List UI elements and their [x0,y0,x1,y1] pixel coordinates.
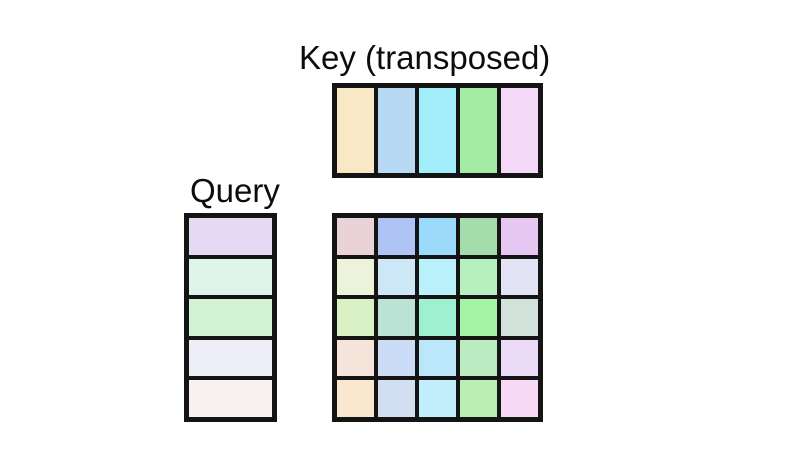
key-cell [460,88,497,173]
query-cell [189,299,272,336]
query-column-vector [184,213,277,422]
score-cell [460,299,497,336]
query-cell [189,258,272,296]
score-cell [378,299,415,336]
score-cell [337,299,374,336]
score-cell [378,218,415,255]
score-cell [460,339,497,377]
query-cell [189,218,272,255]
score-cell [419,218,456,255]
score-cell [378,380,415,417]
key-cell [378,88,415,173]
score-cell [501,339,538,377]
query-cell [189,380,272,417]
key-row-vector [332,83,543,178]
score-cell [419,299,456,336]
score-cell [501,258,538,296]
key-cell [501,88,538,173]
score-cell [460,218,497,255]
score-cell [419,339,456,377]
key-cell [337,88,374,173]
score-cell [460,380,497,417]
score-cell [378,258,415,296]
key-cell [419,88,456,173]
score-cell [378,339,415,377]
score-cell [337,380,374,417]
score-cell [419,258,456,296]
score-cell [501,218,538,255]
score-cell [337,258,374,296]
score-cell [501,380,538,417]
score-cell [337,218,374,255]
score-cell [501,299,538,336]
key-transposed-label: Key (transposed) [299,39,551,76]
score-cell [419,380,456,417]
score-cell [337,339,374,377]
query-cell [189,339,272,377]
query-label: Query [190,172,280,209]
score-cell [460,258,497,296]
attention-score-matrix [332,213,543,422]
